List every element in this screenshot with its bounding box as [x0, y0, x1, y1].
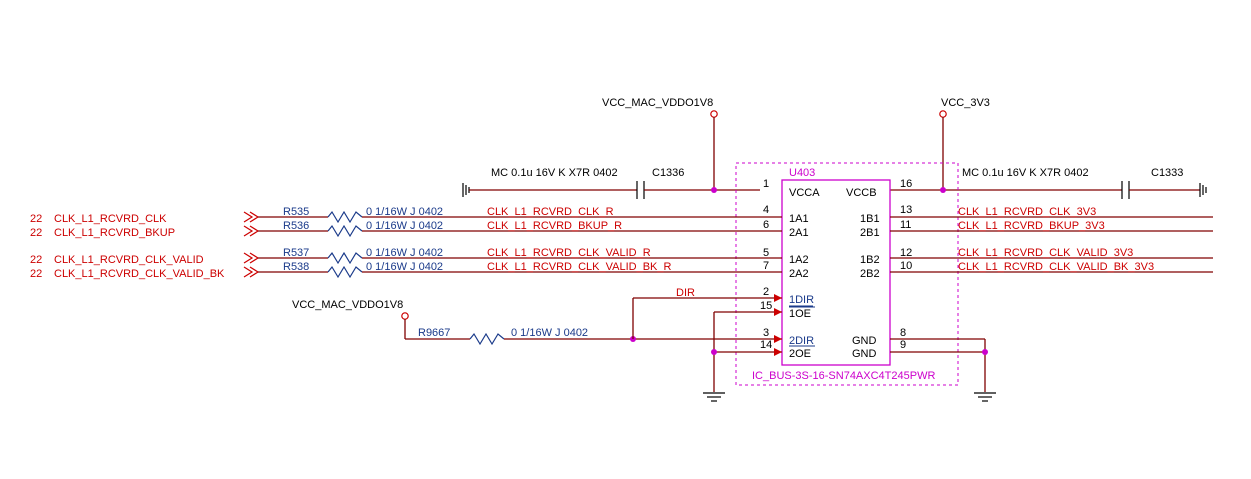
ic-dashed-outline: [735, 162, 959, 386]
resistor-ref: R535: [283, 206, 309, 218]
pin-name-gnd-8: GND: [852, 335, 877, 347]
resistor-value: 0 1/16W J 0402: [366, 261, 443, 273]
port-page-ref: 22: [30, 254, 42, 266]
pin-num-1: 1: [763, 178, 769, 190]
port-net-label: CLK_L1_RCVRD_CLK: [54, 213, 167, 225]
pin-name-2dir: 2DIR: [789, 335, 814, 347]
pin-num-4: 4: [763, 204, 769, 216]
pin-name-2a2: 2A2: [789, 268, 809, 280]
power-label-vddo1v8-left: VCC_MAC_VDDO1V8: [292, 299, 403, 311]
pin-name-1b1: 1B1: [860, 213, 880, 225]
port-page-ref: 22: [30, 227, 42, 239]
port-clk-l1-rcvrd-clk[interactable]: 22 CLK_L1_RCVRD_CLK: [30, 211, 260, 225]
net-label-b3: CLK_L1_RCVRD_CLK_VALID_3V3: [958, 247, 1133, 259]
oe-ground: [703, 308, 782, 402]
pin-num-13: 13: [900, 204, 912, 216]
c1333-value: MC 0.1u 16V K X7R 0402: [962, 167, 1089, 179]
pin-num-7: 7: [763, 260, 769, 272]
port-net-label: CLK_L1_RCVRD_CLK_VALID_BK: [54, 268, 225, 280]
net-label-b1: CLK_L1_RCVRD_CLK_3V3: [958, 206, 1096, 218]
net-label-dir: DIR: [676, 287, 695, 299]
pin-num-16: 16: [900, 178, 912, 190]
resistor-value: 0 1/16W J 0402: [366, 247, 443, 259]
net-label-a1: CLK_L1_RCVRD_CLK_R: [487, 206, 614, 218]
resistor-value: 0 1/16W J 0402: [366, 206, 443, 218]
c1333-ref: C1333: [1151, 167, 1183, 179]
port-net-label: CLK_L1_RCVRD_BKUP: [54, 227, 175, 239]
port-page-ref: 22: [30, 213, 42, 225]
net-label-a3: CLK_L1_RCVRD_CLK_VALID_R: [487, 247, 651, 259]
power-vcc-mac-vddo1v8-top: VCC_MAC_VDDO1V8: [602, 97, 718, 190]
pin-num-2: 2: [763, 286, 769, 298]
port-clk-l1-rcvrd-clk-valid-bk[interactable]: 22 CLK_L1_RCVRD_CLK_VALID_BK: [30, 266, 260, 280]
pin-num-15: 15: [760, 300, 772, 312]
pin-num-8: 8: [900, 327, 906, 339]
net-label-a2: CLK_L1_RCVRD_BKUP_R: [487, 220, 622, 232]
resistor-value: 0 1/16W J 0402: [366, 220, 443, 232]
pin-name-1a2: 1A2: [789, 254, 809, 266]
pin-name-1a1: 1A1: [789, 213, 809, 225]
ic-u403: U403 IC_BUS-3S-16-SN74AXC4T245PWR 1 4 6 …: [735, 162, 959, 386]
pin-name-1dir: 1DIR: [789, 294, 814, 306]
resistor-r537: R537 0 1/16W J 0402 CLK_L1_RCVRD_CLK_VAL…: [258, 247, 782, 265]
port-page-ref: 22: [30, 268, 42, 280]
pin-name-2a1: 2A1: [789, 227, 809, 239]
capacitor-c1336: MC 0.1u 16V K X7R 0402 C1336: [462, 167, 760, 199]
port-net-label: CLK_L1_RCVRD_CLK_VALID: [54, 254, 204, 266]
pin-num-10: 10: [900, 260, 912, 272]
b-side-nets: CLK_L1_RCVRD_CLK_3V3 CLK_L1_RCVRD_BKUP_3…: [890, 206, 1213, 273]
pin-num-5: 5: [763, 247, 769, 259]
resistor-r536: R536 0 1/16W J 0402 CLK_L1_RCVRD_BKUP_R: [258, 220, 782, 238]
pin-name-2oe: 2OE: [789, 348, 811, 360]
pin-num-3: 3: [763, 327, 769, 339]
pin-name-vcca: VCCA: [789, 187, 820, 199]
pin-num-9: 9: [900, 339, 906, 351]
resistor-ref-r9667: R9667: [418, 327, 450, 339]
dir-control: VCC_MAC_VDDO1V8 R9667 0 1/16W J 0402 DIR: [292, 287, 782, 346]
capacitor-c1333: MC 0.1u 16V K X7R 0402 C1333: [890, 167, 1207, 199]
c1336-value: MC 0.1u 16V K X7R 0402: [491, 167, 618, 179]
power-pin-circle: [939, 110, 947, 118]
power-vcc-3v3: VCC_3V3: [939, 97, 990, 190]
pin-name-1b2: 1B2: [860, 254, 880, 266]
net-label-a4: CLK_L1_RCVRD_CLK_VALID_BK_R: [487, 261, 671, 273]
pin-name-2b2: 2B2: [860, 268, 880, 280]
pin-num-14: 14: [760, 339, 772, 351]
resistor-value-r9667: 0 1/16W J 0402: [511, 327, 588, 339]
net-label-b4: CLK_L1_RCVRD_CLK_VALID_BK_3V3: [958, 261, 1154, 273]
power-label-vddo1v8-top: VCC_MAC_VDDO1V8: [602, 97, 713, 109]
net-label-b2: CLK_L1_RCVRD_BKUP_3V3: [958, 220, 1105, 232]
pin-name-gnd-9: GND: [852, 348, 877, 360]
port-clk-l1-rcvrd-clk-valid[interactable]: 22 CLK_L1_RCVRD_CLK_VALID: [30, 252, 260, 266]
pin-name-1oe: 1OE: [789, 308, 811, 320]
ic-part-number: IC_BUS-3S-16-SN74AXC4T245PWR: [752, 370, 935, 382]
resistor-r538: R538 0 1/16W J 0402 CLK_L1_RCVRD_CLK_VAL…: [258, 261, 782, 279]
pin-num-6: 6: [763, 219, 769, 231]
ic-ref: U403: [789, 167, 815, 179]
resistor-ref: R537: [283, 247, 309, 259]
power-label-vcc3v3: VCC_3V3: [941, 97, 990, 109]
power-pin-circle: [710, 110, 718, 118]
pin-name-vccb: VCCB: [846, 187, 877, 199]
resistor-r535: R535 0 1/16W J 0402 CLK_L1_RCVRD_CLK_R: [258, 206, 782, 224]
pin-num-12: 12: [900, 247, 912, 259]
pin-name-2b1: 2B1: [860, 227, 880, 239]
pin-num-11: 11: [900, 219, 911, 231]
c1336-ref: C1336: [652, 167, 684, 179]
resistor-ref: R538: [283, 261, 309, 273]
port-clk-l1-rcvrd-bkup[interactable]: 22 CLK_L1_RCVRD_BKUP: [30, 225, 260, 239]
gnd-pins-ground: [890, 338, 996, 402]
resistor-ref: R536: [283, 220, 309, 232]
off-page-ports-left: 22 CLK_L1_RCVRD_CLK 22 CLK_L1_RCVRD_BKUP…: [30, 211, 260, 280]
